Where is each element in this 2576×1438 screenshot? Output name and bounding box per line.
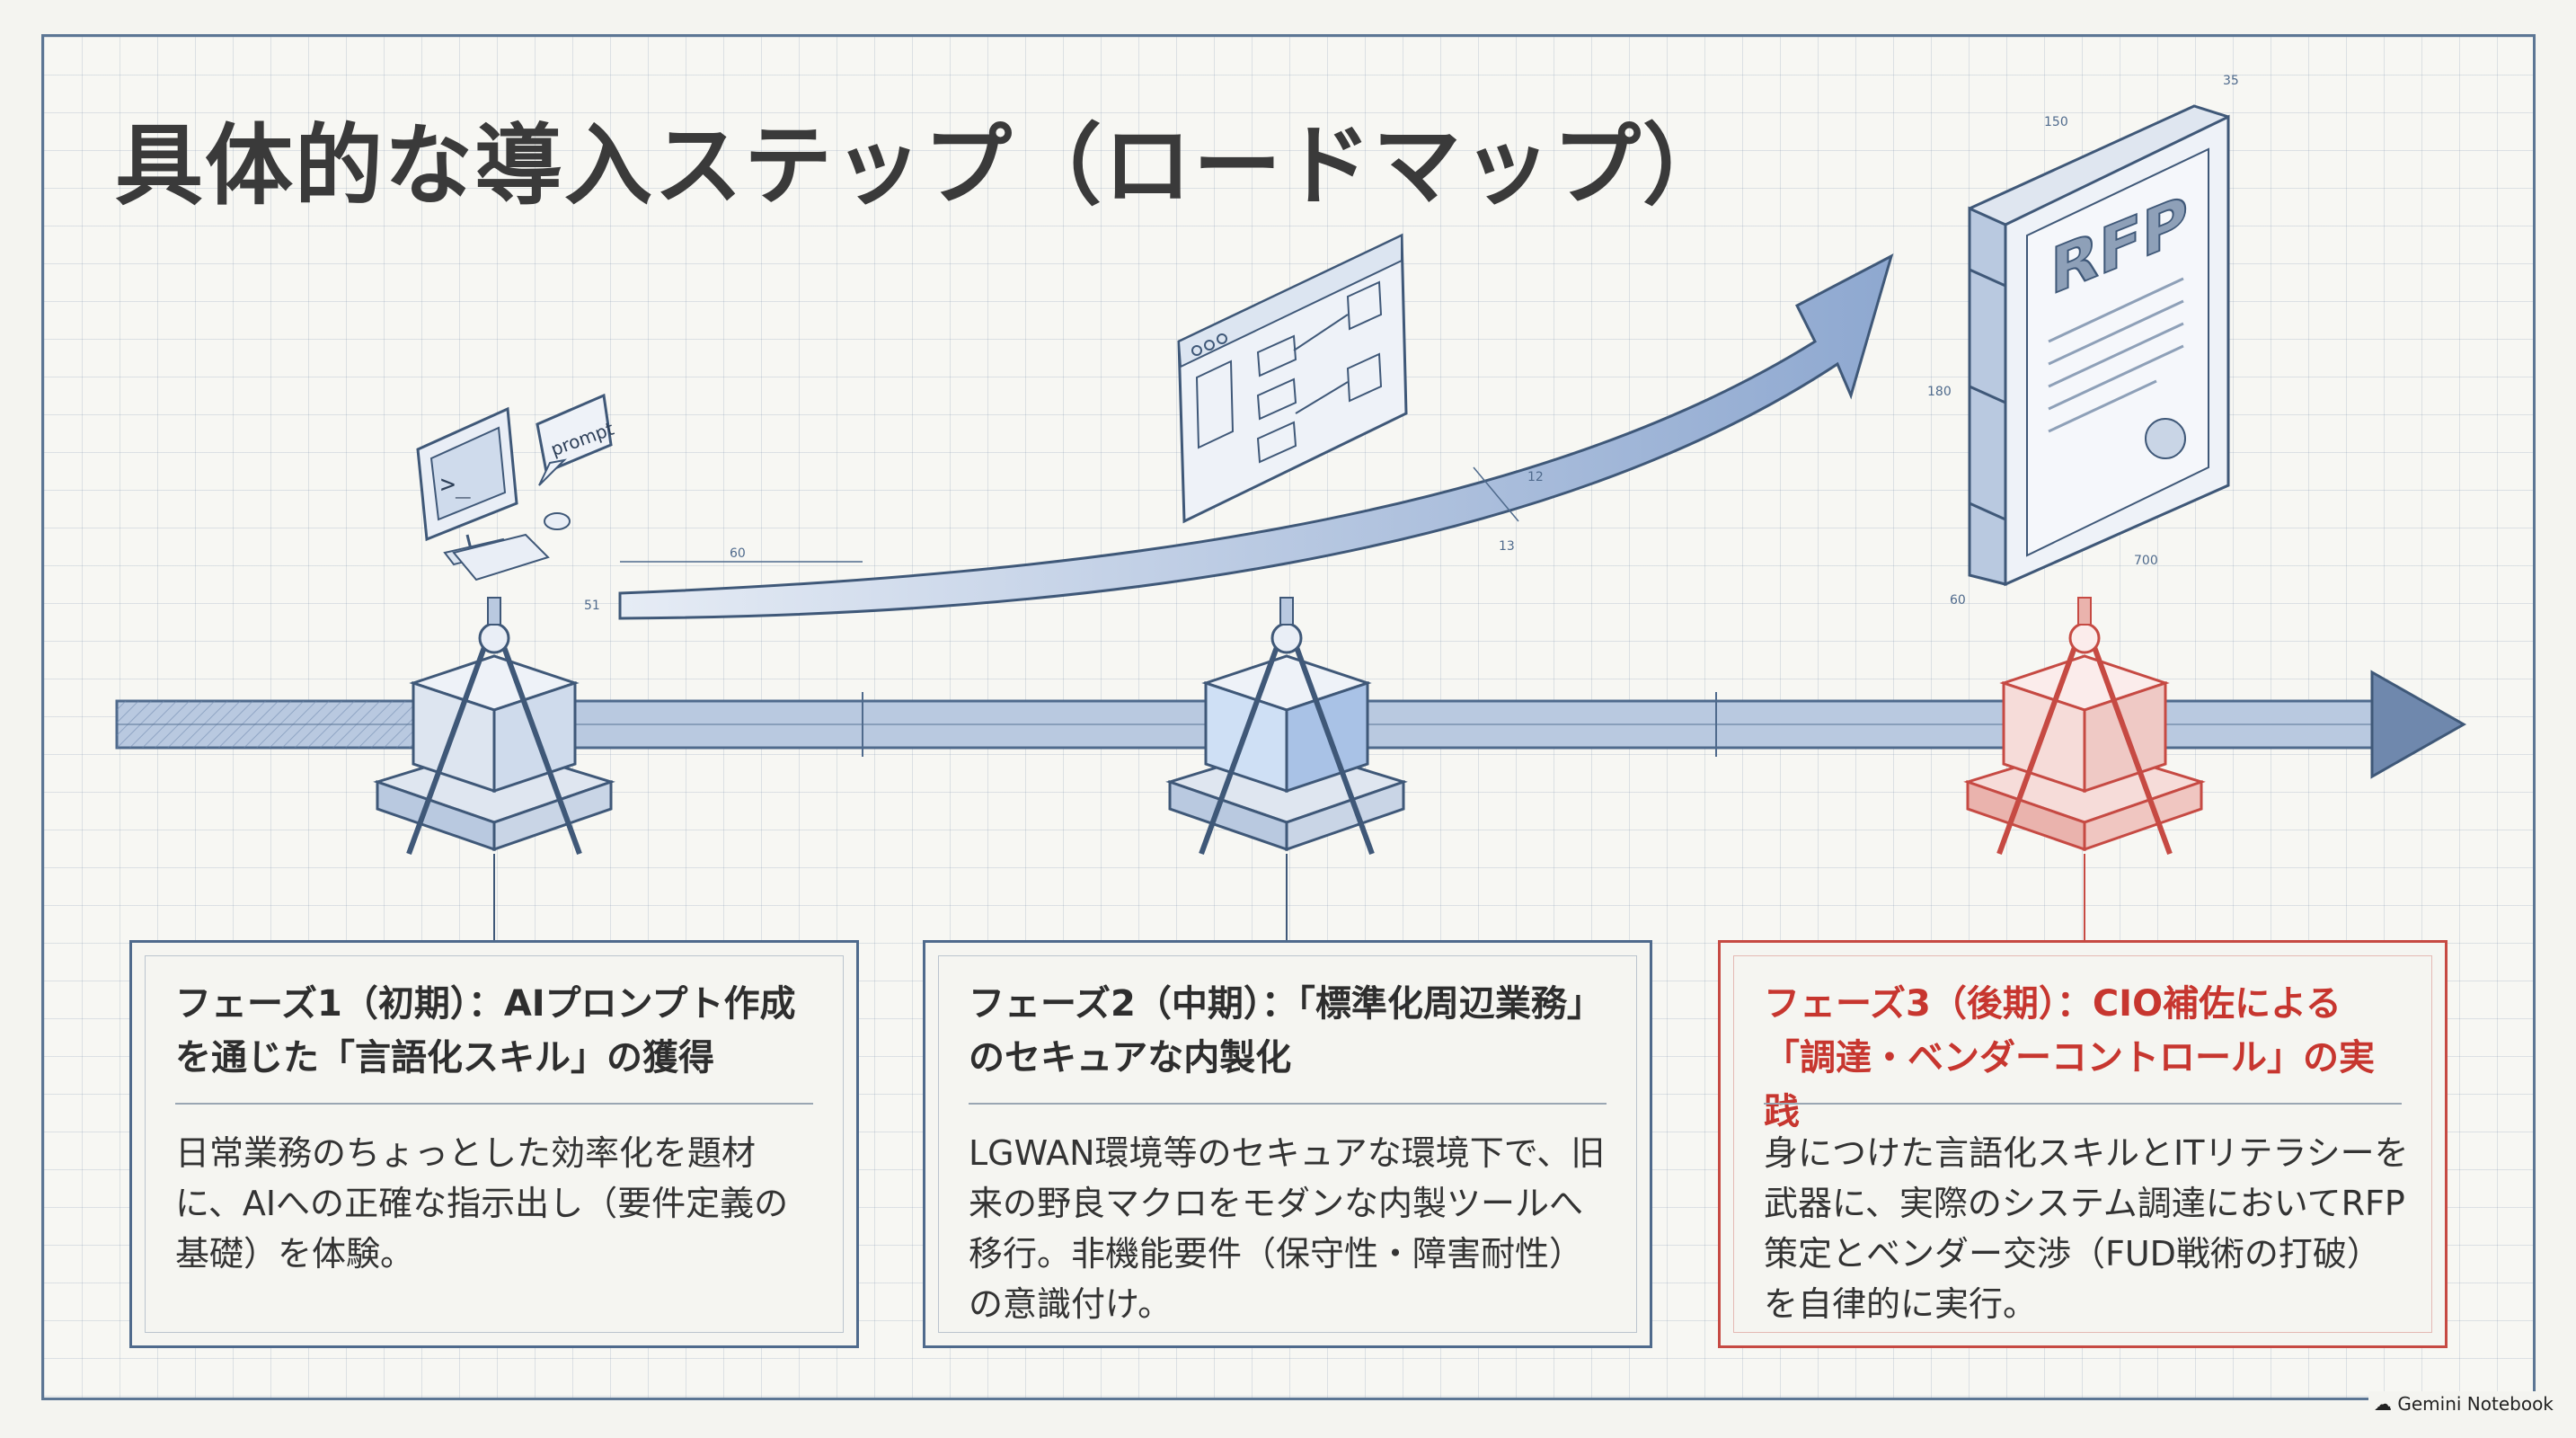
gemini-notebook-badge: ☁ Gemini Notebook [2368,1391,2559,1416]
badge-text: Gemini Notebook [2397,1393,2554,1415]
dim-label-13: 13 [1499,539,1515,554]
phase-1-heading: フェーズ1（初期）：AIプロンプト作成を通じた「言語化スキル」の獲得 [175,983,796,1078]
dim-label-150: 150 [2044,115,2068,129]
milestone-3-compass-icon [1963,597,2206,940]
milestone-1-compass-icon [373,597,615,940]
dim-label-700: 700 [2134,554,2158,568]
page-title: 具体的な導入ステップ（ロードマップ） [115,114,1733,217]
rfp-book-icon: RFP 150 35 180 700 60 [1927,74,2239,608]
computer-icon: >_ [416,406,571,581]
dim-label-60b: 60 [1950,593,1966,608]
flowchart-window-icon [1177,233,1408,524]
dim-label-35: 35 [2223,74,2239,88]
prompt-bubble-icon: prompt [536,393,616,486]
phase-3-body: 身につけた言語化スキルとITリテラシーを武器に、実際のシステム調達においてRFP… [1764,1133,2409,1324]
phase-3-divider [1764,1103,2402,1105]
phase-2-body: LGWAN環境等のセキュアな環境下で、旧来の野良マクロをモダンな内製ツールへ移行… [969,1133,1606,1324]
milestone-2-compass-icon [1165,597,1408,940]
phase-3-heading: フェーズ3（後期）：CIO補佐による「調達・ベンダーコントロール」の実践 [1764,983,2375,1132]
phase-2-divider [969,1103,1607,1105]
phase-1-body: 日常業務のちょっとした効率化を題材に、AIへの正確な指示出し（要件定義の基礎）を… [175,1133,789,1274]
phase-2-card: フェーズ2（中期）：「標準化周辺業務」のセキュアな内製化 LGWAN環境等のセキ… [923,940,1652,1348]
dim-label-12: 12 [1527,470,1544,484]
terminal-prompt: >_ [440,469,471,500]
dim-label-60: 60 [730,546,746,561]
phase-1-divider [175,1103,813,1105]
phase-3-card: フェーズ3（後期）：CIO補佐による「調達・ベンダーコントロール」の実践 身につ… [1718,940,2448,1348]
phase-1-card: フェーズ1（初期）：AIプロンプト作成を通じた「言語化スキル」の獲得 日常業務の… [129,940,859,1348]
dim-label-180: 180 [1927,385,1952,399]
growth-arrow: 60 51 13 12 [584,253,1894,620]
phase-2-heading: フェーズ2（中期）：「標準化周辺業務」のセキュアな内製化 [969,983,1603,1078]
gemini-notebook-icon: ☁ [2374,1393,2392,1415]
dim-label-51: 51 [584,599,600,613]
